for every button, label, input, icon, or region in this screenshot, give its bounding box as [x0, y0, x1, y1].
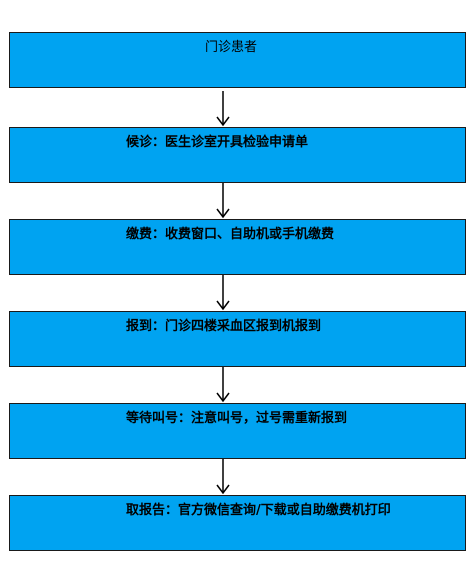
step-check-in: 报到：门诊四楼采血区报到机报到 — [9, 311, 466, 367]
step-label: 缴费：收费窗口、自助机或手机缴费 — [126, 227, 335, 242]
down-arrow-icon — [216, 459, 230, 495]
down-arrow-icon — [216, 91, 230, 127]
step-label: 等待叫号：注意叫号，过号需重新报到 — [126, 411, 348, 426]
step-wait-for-call: 等待叫号：注意叫号，过号需重新报到 — [9, 403, 466, 459]
step-waiting-for-doctor: 候诊：医生诊室开具检验申请单 — [9, 127, 466, 183]
step-outpatient: 门诊患者 — [9, 32, 466, 88]
step-label: 候诊：医生诊室开具检验申请单 — [126, 135, 309, 150]
step-label: 门诊患者 — [205, 40, 258, 55]
step-label: 报到：门诊四楼采血区报到机报到 — [126, 319, 322, 334]
step-collect-report: 取报告：官方微信查询/下载或自助缴费机打印 — [9, 495, 466, 551]
step-payment: 缴费：收费窗口、自助机或手机缴费 — [9, 219, 466, 275]
down-arrow-icon — [216, 275, 230, 311]
step-label: 取报告：官方微信查询/下载或自助缴费机打印 — [126, 503, 391, 518]
down-arrow-icon — [216, 183, 230, 219]
down-arrow-icon — [216, 367, 230, 403]
